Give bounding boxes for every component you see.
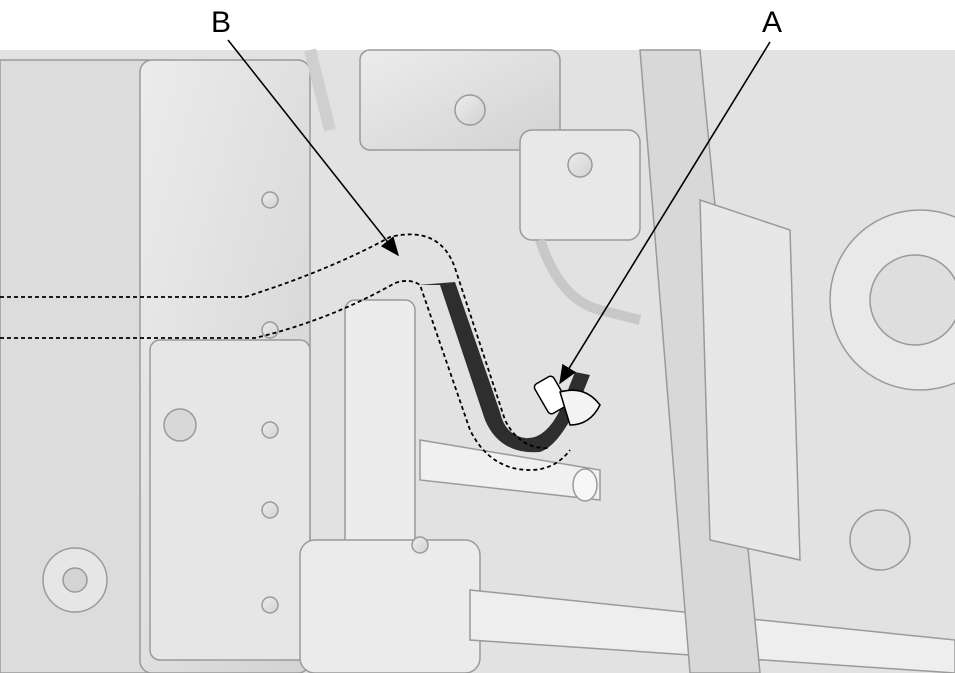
callout-label-b: B (211, 6, 232, 39)
leader-line-b (227, 39, 399, 257)
hose-b-visible (418, 282, 590, 453)
leader-line-a (559, 41, 771, 385)
hose-b-hidden-outline (0, 233, 571, 471)
callout-label-a: A (762, 6, 783, 39)
hose-clamp-a (533, 375, 601, 426)
engine-parts (0, 48, 955, 673)
